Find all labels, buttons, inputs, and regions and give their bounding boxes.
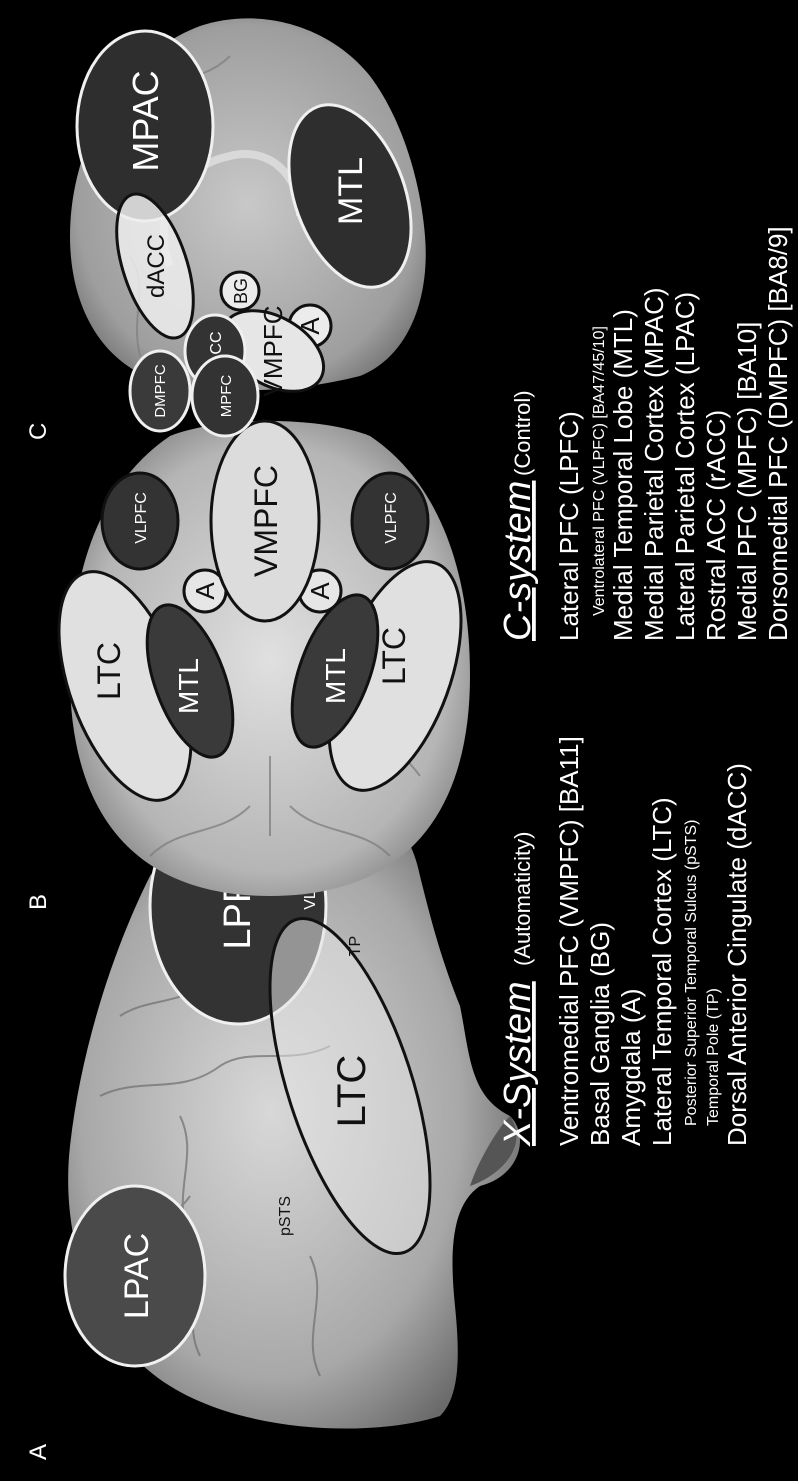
x-system-subtitle: (Automaticity) [510,832,535,966]
x-system-item-2: Basal Ganglia (BG) [585,922,615,1146]
x-system-item-4: Lateral Temporal Cortex (LTC) [647,797,677,1146]
x-system-subitem-1: Posterior Superior Temporal Sulcus (pSTS… [683,820,700,1127]
c-system-legend: C-system (Control) Lateral PFC (LPFC) Ve… [497,226,793,641]
region-label-psts: pSTS [277,1196,294,1236]
c-system-item-1: Lateral PFC (LPFC) [554,411,584,641]
region-label-mtl: MTL [332,157,370,225]
c-system-subitem-1: Ventrolateral PFC (VLPFC) [BA47/45/10] [591,326,608,616]
region-label-mtl-upper: MTL [173,658,204,714]
region-label-mpfc: MPFC [218,375,235,418]
region-label-ltc: LTC [330,1055,374,1128]
x-system-legend: X-System (Automaticity) Ventromedial PFC… [497,736,752,1147]
region-label-dmpfc: DMPFC [152,364,169,417]
region-label-mtl-lower: MTL [320,648,351,704]
brain-b: LTC LTC MTL MTL A A VMPFC VLPFC VLPFC [32,421,487,896]
region-label-vmpfc: VMPFC [248,465,284,577]
x-system-item-5: Dorsal Anterior Cingulate (dACC) [722,763,752,1146]
region-label-lpac: LPAC [118,1233,156,1319]
region-label-ltc-lower: LTC [376,627,412,685]
panel-letter-a: A [25,1444,52,1460]
region-label-amygdala-upper: A [190,582,220,600]
c-system-item-4: Lateral Parietal Cortex (LPAC) [670,292,700,641]
region-label-vlpfc-upper: VLPFC [133,492,150,544]
panel-letter-b: B [25,894,52,910]
region-label-dacc: dACC [143,234,170,298]
brain-c: MPAC MTL dACC BG A VMPFC rACC MPFC DMPFC [70,18,434,436]
c-system-subtitle: (Control) [510,390,535,476]
region-label-bg: BG [231,278,251,304]
c-system-title: C-system [497,481,539,641]
x-system-item-3: Amygdala (A) [616,989,646,1147]
region-label-mpac: MPAC [125,70,166,171]
x-system-title: X-System [497,981,539,1147]
x-system-item-1: Ventromedial PFC (VMPFC) [BA11] [554,736,584,1146]
panel-letter-c: C [25,423,52,440]
c-system-item-6: Medial PFC (MPFC) [BA10] [732,322,762,641]
region-label-vlpfc-lower: VLPFC [383,492,400,544]
region-label-ltc-upper: LTC [91,642,127,700]
c-system-item-2: Medial Temporal Lobe (MTL) [608,309,638,641]
region-label-amygdala-lower: A [305,582,335,600]
c-system-item-5: Rostral ACC (rACC) [701,410,731,641]
region-label-tp: TP [347,936,364,956]
c-system-item-3: Medial Parietal Cortex (MPAC) [639,287,669,641]
region-label-vmpfc: VMPFC [258,306,288,397]
x-system-subitem-2: Temporal Pole (TP) [705,988,722,1126]
c-system-item-7: Dorsomedial PFC (DMPFC) [BA8/9] [763,226,793,641]
